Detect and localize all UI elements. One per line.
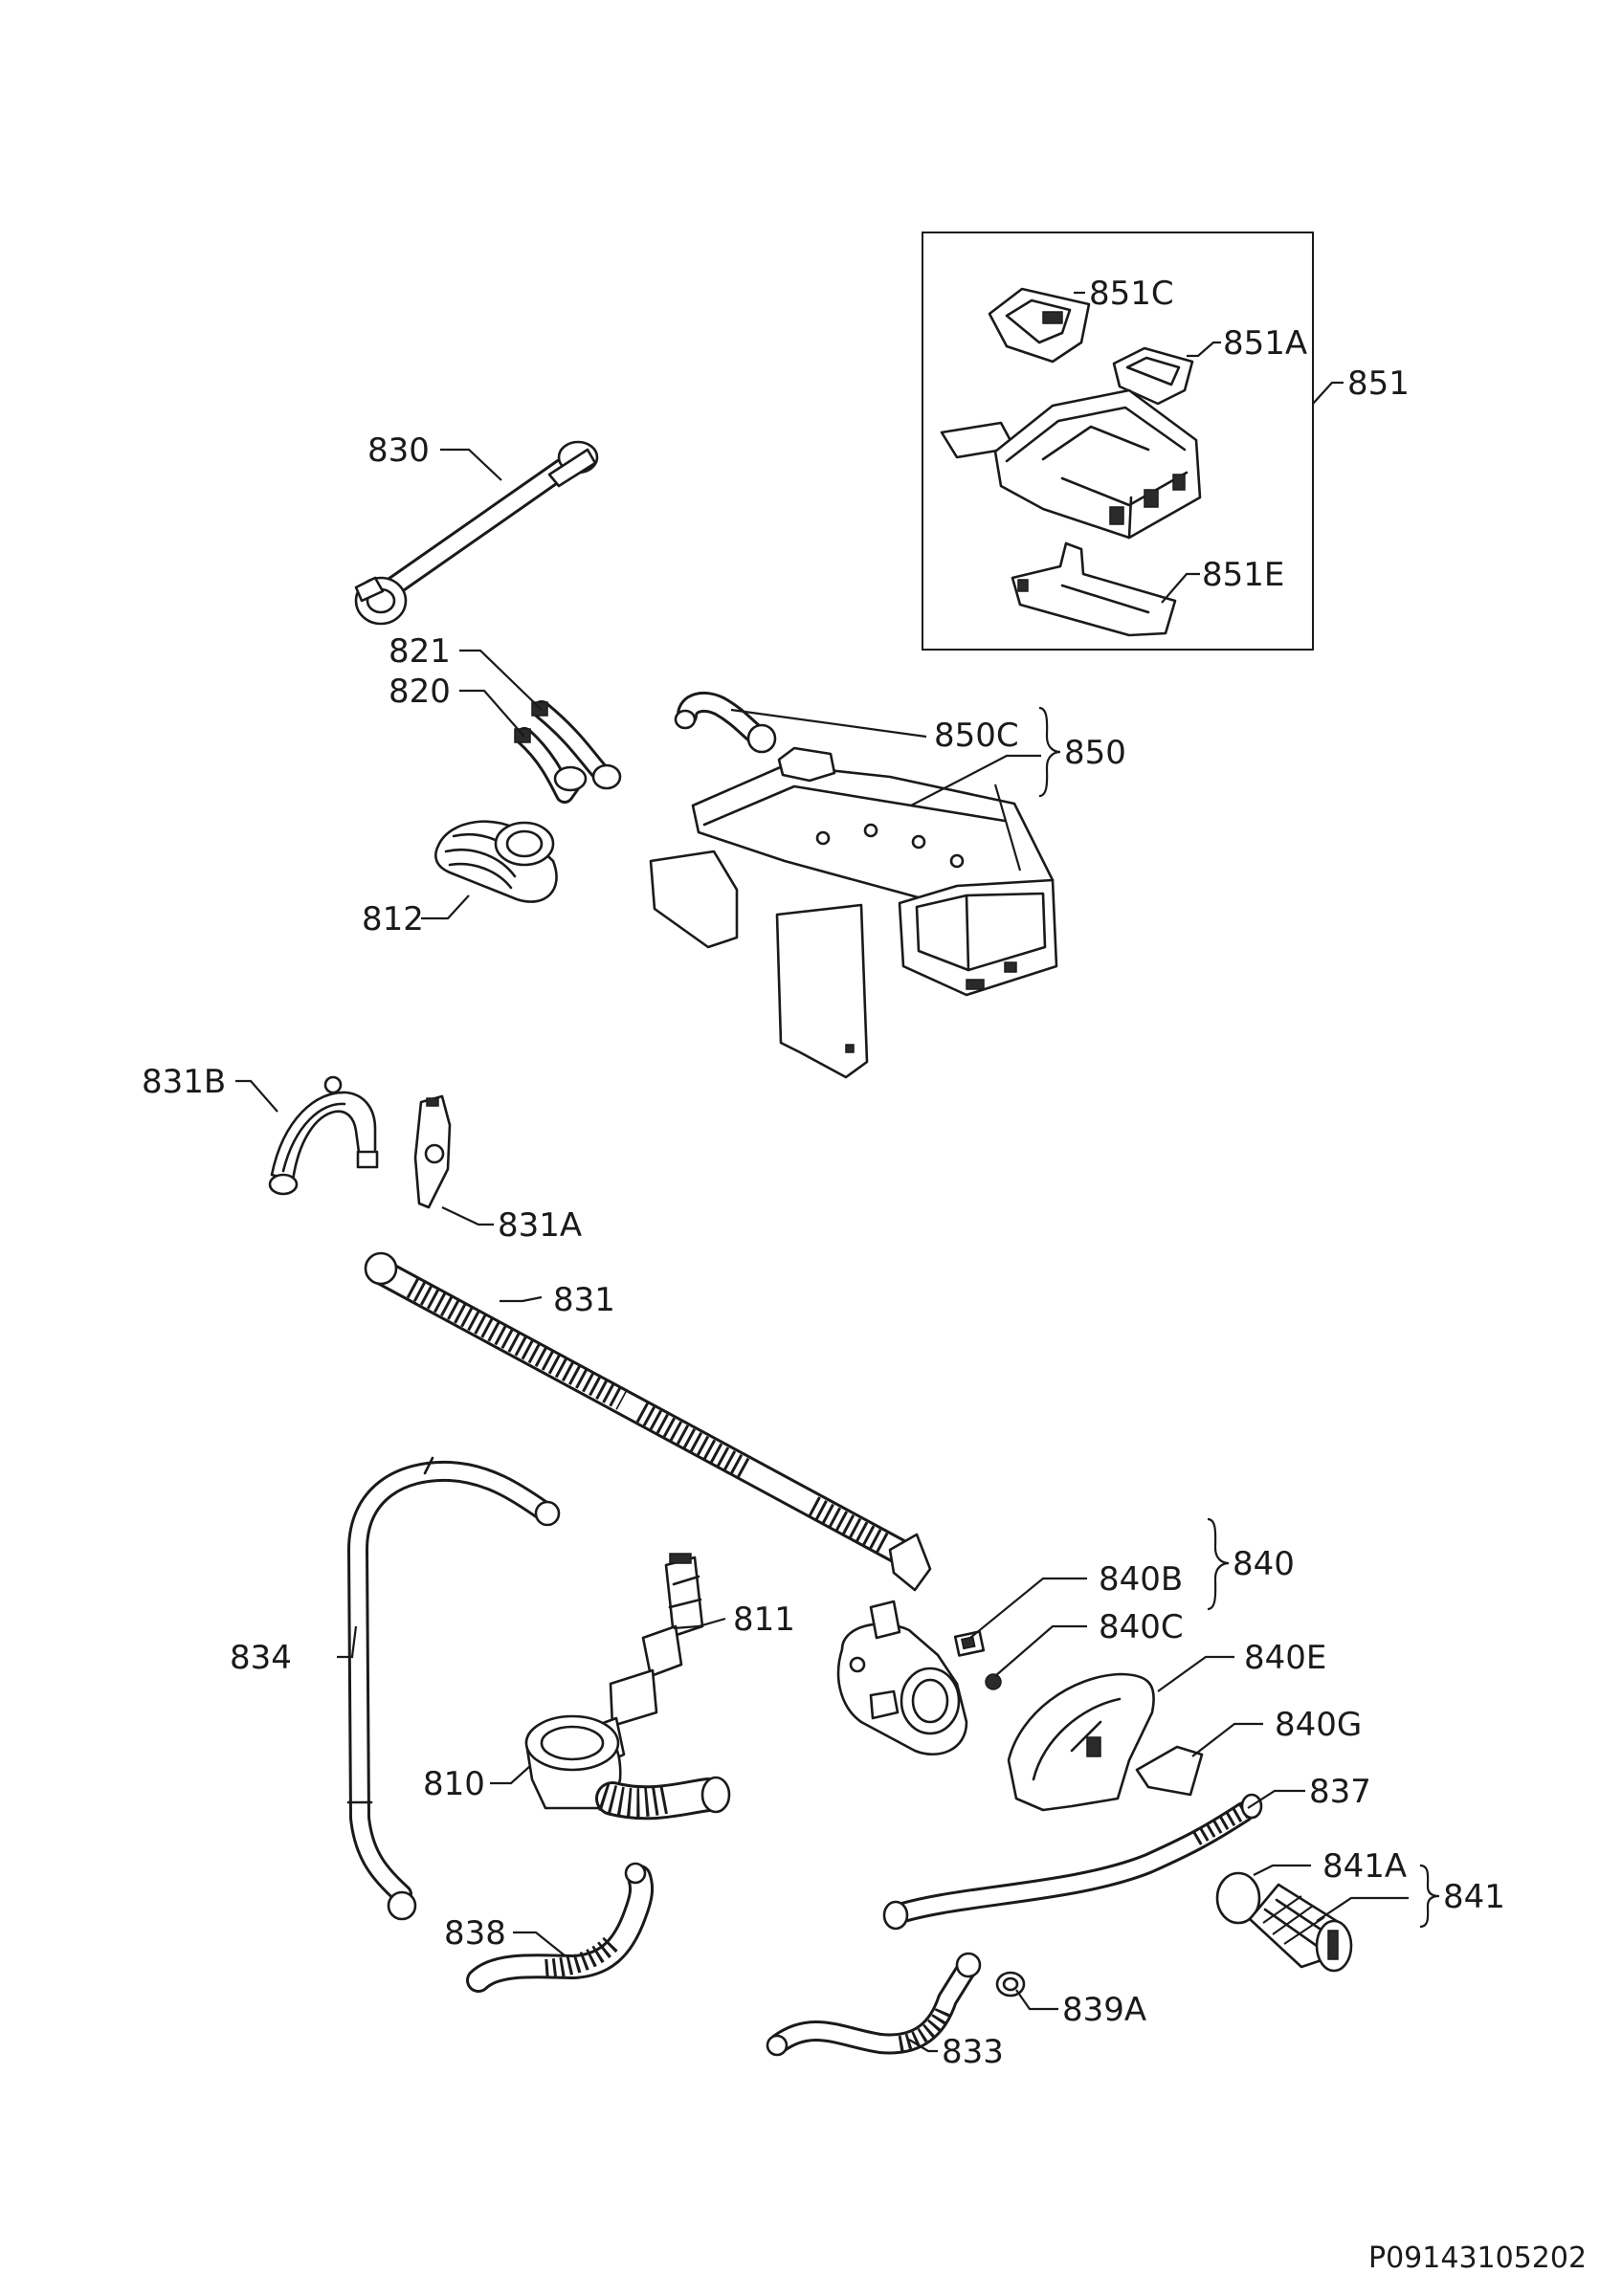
part-851c-cap[interactable] xyxy=(988,287,1091,364)
label-820: 820 xyxy=(389,673,451,711)
part-820-hose[interactable] xyxy=(514,727,588,804)
leader-lines xyxy=(235,291,1440,2053)
label-831: 831 xyxy=(553,1281,615,1319)
label-841: 841 xyxy=(1443,1878,1505,1916)
label-851: 851 xyxy=(1347,364,1410,403)
label-840: 840 xyxy=(1233,1545,1295,1583)
part-831-drain-hose[interactable] xyxy=(364,1251,932,1592)
part-840b-connector[interactable] xyxy=(953,1630,986,1657)
label-851a: 851A xyxy=(1223,324,1307,363)
part-830-inlet-hose[interactable] xyxy=(354,440,599,626)
part-841-filter[interactable] xyxy=(1248,1883,1353,1973)
label-821: 821 xyxy=(389,632,451,671)
part-841a-ring[interactable] xyxy=(1215,1871,1261,1925)
label-851c: 851C xyxy=(1089,275,1174,313)
part-834-hose[interactable] xyxy=(346,1456,561,1921)
part-837-hose[interactable] xyxy=(882,1793,1263,1931)
label-838: 838 xyxy=(444,1914,506,1953)
label-834: 834 xyxy=(230,1639,292,1677)
detail-box-851 xyxy=(922,232,1314,651)
label-851e: 851E xyxy=(1202,556,1284,594)
label-812: 812 xyxy=(362,900,424,938)
part-821-hose[interactable] xyxy=(531,700,622,790)
label-837: 837 xyxy=(1309,1773,1371,1811)
label-810: 810 xyxy=(423,1765,485,1803)
part-833-hose[interactable] xyxy=(766,1952,982,2057)
label-850: 850 xyxy=(1064,734,1126,772)
label-840b: 840B xyxy=(1099,1560,1183,1599)
part-851-dispenser-drawer[interactable] xyxy=(940,388,1202,540)
part-838-hose[interactable] xyxy=(466,1862,655,1993)
part-831b-hose-guide[interactable] xyxy=(268,1075,379,1196)
part-840-drain-pump[interactable] xyxy=(836,1600,968,1755)
part-850-dispenser-housing[interactable] xyxy=(649,746,1058,1079)
label-811: 811 xyxy=(733,1601,795,1639)
label-831b: 831B xyxy=(142,1063,226,1101)
label-830: 830 xyxy=(367,431,430,470)
label-840g: 840G xyxy=(1275,1706,1362,1744)
document-code: P09143105202 xyxy=(1368,2241,1587,2275)
label-831a: 831A xyxy=(498,1206,582,1245)
part-831a-clip[interactable] xyxy=(413,1094,452,1209)
part-840c-nut[interactable] xyxy=(985,1673,1002,1690)
label-850c: 850C xyxy=(934,717,1019,755)
label-840e: 840E xyxy=(1244,1639,1326,1677)
part-851a-insert[interactable] xyxy=(1112,346,1194,406)
part-812-bellows-hose[interactable] xyxy=(434,820,558,903)
part-840e-pump-cover[interactable] xyxy=(1007,1672,1155,1812)
part-850c-hose[interactable] xyxy=(674,691,777,754)
label-839a: 839A xyxy=(1062,1991,1146,2029)
label-833: 833 xyxy=(942,2033,1004,2071)
label-841a: 841A xyxy=(1322,1847,1407,1886)
part-810-sump[interactable] xyxy=(524,1714,731,1821)
label-840c: 840C xyxy=(1099,1608,1184,1646)
part-851e-siphon-cover[interactable] xyxy=(1011,541,1177,637)
part-839a-connector[interactable] xyxy=(995,1971,1026,1998)
part-840g-flap[interactable] xyxy=(1135,1745,1204,1797)
